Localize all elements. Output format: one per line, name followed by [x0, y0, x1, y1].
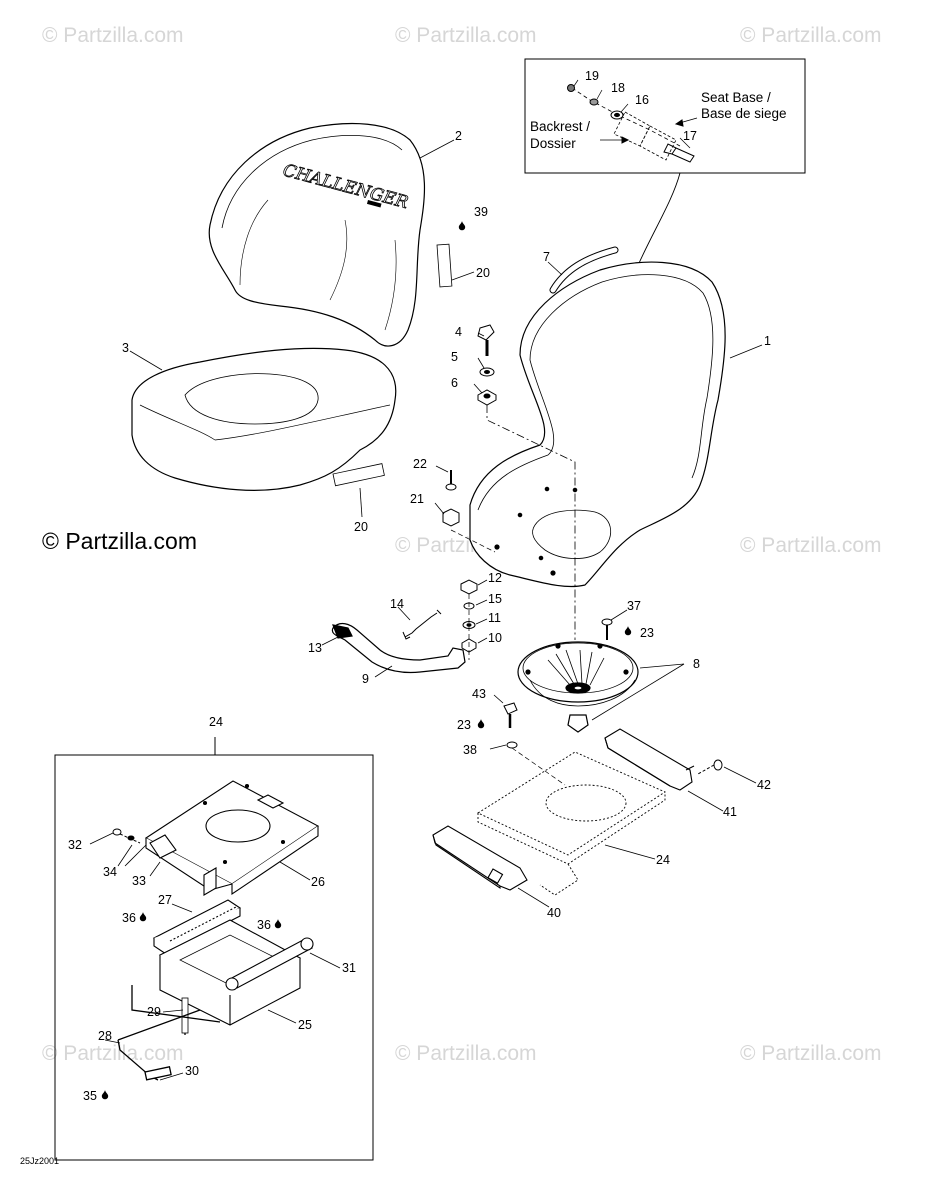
slide-top-plate: [144, 780, 320, 896]
callout-29: 29: [147, 1005, 161, 1019]
callout-12: 12: [488, 571, 502, 585]
callout-33: 33: [132, 874, 146, 888]
adhesive-drop-icon: [458, 220, 466, 231]
warning-label-decal: [332, 463, 385, 487]
callout-38: 38: [463, 743, 477, 757]
seat-cushion: [131, 347, 397, 491]
seat-slide-assembly-outline: [477, 751, 666, 896]
callout-42: 42: [757, 778, 771, 792]
callout-2: 2: [455, 129, 462, 143]
watermark-text: © Partzilla.com: [42, 1042, 184, 1065]
watermark-text: © Partzilla.com: [740, 1042, 882, 1065]
base-de-siege-label: Base de siege: [701, 106, 787, 121]
callout-7: 7: [543, 250, 550, 264]
callout-20-lower: 20: [354, 520, 368, 534]
watermark-text: © Partzilla.com: [740, 534, 882, 557]
callout-1: 1: [764, 334, 771, 348]
callout-14: 14: [390, 597, 404, 611]
callout-13: 13: [308, 641, 322, 655]
callout-26: 26: [311, 875, 325, 889]
seat-rail-left: [432, 825, 528, 891]
seat-base-label: Seat Base /: [701, 90, 771, 105]
seat-rail-right: [604, 728, 695, 791]
release-handle: [117, 985, 221, 1081]
adhesive-drop-icon: [274, 918, 282, 929]
callout-32: 32: [68, 838, 82, 852]
callout-16: 16: [635, 93, 649, 107]
callout-28: 28: [98, 1029, 112, 1043]
lever-hardware-stack: [460, 579, 478, 660]
callout-18: 18: [611, 81, 625, 95]
slide-assembly-inset: [54, 737, 374, 1161]
callout-35: 35: [83, 1089, 97, 1103]
retaining-pin: [697, 759, 723, 775]
adhesive-drop-icon: [477, 718, 485, 729]
backrest-cushion: [208, 122, 425, 347]
logo-badge: [366, 200, 382, 208]
callout-41: 41: [723, 805, 737, 819]
backrest-label: Backrest /: [530, 119, 590, 134]
watermark-text: © Partzilla.com: [42, 24, 184, 47]
callout-15: 15: [488, 592, 502, 606]
slide-tube: [225, 937, 314, 991]
callout-27: 27: [158, 893, 172, 907]
dossier-label: Dossier: [530, 136, 576, 151]
watermark-text: © Partzilla.com: [395, 24, 537, 47]
callout-24: 24: [209, 715, 223, 729]
callout-6: 6: [451, 376, 458, 390]
callout-43: 43: [472, 687, 486, 701]
callout-30: 30: [185, 1064, 199, 1078]
rivet-hardware: [442, 470, 496, 553]
warning-label-decal: [436, 243, 453, 288]
callout-19: 19: [585, 69, 599, 83]
callout-10: 10: [488, 631, 502, 645]
callout-36: 36: [122, 911, 136, 925]
callout-24-right: 24: [656, 853, 670, 867]
callout-23: 23: [640, 626, 654, 640]
callout-5: 5: [451, 350, 458, 364]
callout-31: 31: [342, 961, 356, 975]
adhesive-drop-icon: [101, 1089, 109, 1100]
watermark-text: © Partzilla.com: [740, 24, 882, 47]
slide-rail-upper: [152, 899, 242, 955]
seat-shell: [469, 261, 726, 588]
callout-leaders: [89, 139, 763, 1081]
tension-spring: [404, 612, 438, 638]
plate-bolt-hardware: [112, 828, 141, 844]
callout-39: 39: [474, 205, 488, 219]
callout-21: 21: [410, 492, 424, 506]
adhesive-drop-icon: [624, 625, 632, 636]
callout-20: 20: [476, 266, 490, 280]
callout-11: 11: [488, 611, 501, 625]
callout-34: 34: [103, 865, 117, 879]
callout-40: 40: [547, 906, 561, 920]
callout-9: 9: [362, 672, 369, 686]
callout-numbers: 19 18 16 17 2 39 20 7 4 5 6 3 1 22 21 20…: [68, 69, 771, 1103]
callout-4: 4: [455, 325, 462, 339]
watermark-text: © Partzilla.com: [395, 1042, 537, 1065]
watermark-group: © Partzilla.com © Partzilla.com © Partzi…: [42, 24, 882, 1065]
callout-23-lower: 23: [457, 718, 471, 732]
callout-8: 8: [693, 657, 700, 671]
seat-bolt-hardware: [477, 324, 576, 640]
callout-25: 25: [298, 1018, 312, 1032]
callout-22: 22: [413, 457, 427, 471]
mounting-screws: [503, 618, 613, 786]
adhesive-drop-icon: [139, 911, 147, 922]
callout-17: 17: [683, 129, 697, 143]
adjustment-lever: [331, 622, 466, 674]
callout-3: 3: [122, 341, 129, 355]
partzilla-copyright: © Partzilla.com: [42, 528, 197, 554]
swivel-plate: [517, 641, 639, 733]
callout-36-right: 36: [257, 918, 271, 932]
callout-37: 37: [627, 599, 641, 613]
diagram-code: 25Jz2001: [20, 1156, 60, 1166]
